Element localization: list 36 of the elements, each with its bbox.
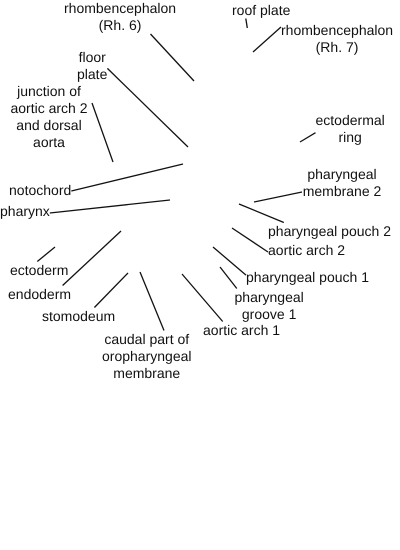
- part-label: rhombencephalon (Rh. 7): [281, 22, 394, 56]
- part-label: stomodeum: [42, 308, 116, 324]
- leader-line: [94, 272, 128, 308]
- part-label: pharyngeal pouch 2: [268, 222, 391, 240]
- part-label: ectoderm: [10, 262, 68, 278]
- part-label: junction of aortic arch 2 and dorsal aorta: [6, 83, 92, 151]
- leader-line: [150, 34, 194, 82]
- part-label: rhombencephalon (Rh. 6): [64, 0, 176, 34]
- part-label: ectodermal ring: [316, 112, 385, 146]
- leader-line: [252, 26, 282, 52]
- part-label: pharyngeal membrane 2: [302, 166, 382, 200]
- part-label: notochord: [9, 182, 72, 198]
- leader-line: [232, 227, 268, 253]
- leader-line: [62, 230, 122, 286]
- part-label: floor plate: [77, 48, 108, 82]
- leader-line: [254, 191, 302, 203]
- part-label: endoderm: [8, 286, 72, 302]
- part-label: aortic arch 1: [203, 322, 280, 338]
- leader-line: [219, 266, 238, 289]
- part-label: pharyngeal groove 1: [234, 288, 304, 322]
- part-label: roof plate: [232, 2, 290, 18]
- leader-line: [36, 246, 56, 262]
- leader-line: [182, 274, 224, 322]
- leader-line: [106, 68, 188, 148]
- leader-line: [91, 102, 114, 162]
- leader-line: [212, 246, 246, 276]
- leader-line: [139, 272, 165, 331]
- leader-line: [238, 203, 284, 224]
- part-label: caudal part of oropharyngeal membrane: [102, 330, 192, 382]
- leader-line: [245, 18, 248, 28]
- leader-line: [71, 163, 184, 192]
- part-label: pharyngeal pouch 1: [246, 268, 369, 286]
- leader-line: [50, 199, 170, 214]
- part-label: aortic arch 2: [268, 242, 346, 258]
- leader-line: [300, 132, 316, 143]
- part-label: pharynx: [0, 202, 50, 220]
